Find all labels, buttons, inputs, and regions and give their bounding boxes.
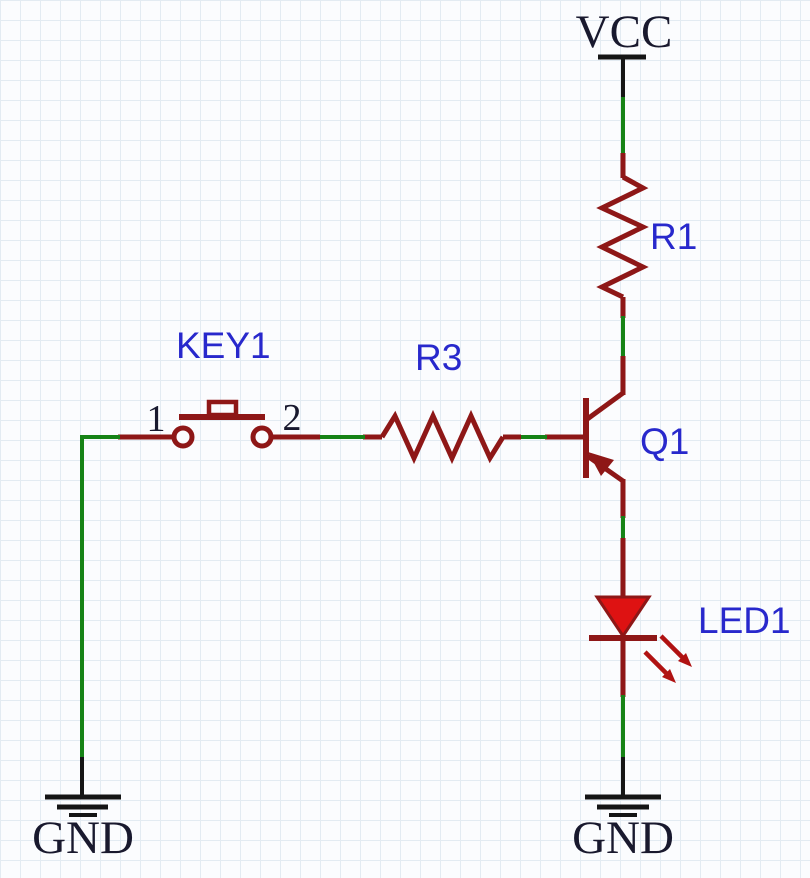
gnd-right-label: GND (572, 812, 674, 864)
vcc-power-symbol: VCC (576, 6, 673, 97)
key1-pin1-contact (171, 425, 195, 449)
key1-button-cap-icon (206, 399, 239, 418)
key1-pin2-contact (250, 425, 274, 449)
key1-pin2-number: 2 (283, 397, 302, 439)
q1-collector-diagonal (584, 390, 625, 423)
r3-designator: R3 (415, 337, 462, 378)
led-led1: LED1 (589, 595, 791, 683)
gnd-left-label: GND (32, 812, 134, 864)
key1-designator: KEY1 (176, 325, 271, 366)
led1-emission-arrowhead-1 (678, 653, 692, 667)
pushbutton-key1: 1 2 KEY1 (147, 325, 302, 449)
led1-emission-arrow-1 (659, 634, 685, 660)
q1-emitter-arrow-icon (588, 452, 614, 476)
net-key1-gnd (80, 435, 120, 759)
led1-emission-arrow-2 (643, 650, 669, 676)
resistor-r3-symbol (379, 409, 506, 465)
vcc-label: VCC (576, 6, 673, 58)
led1-triangle-icon (594, 595, 652, 639)
led1-designator: LED1 (698, 600, 791, 641)
key1-pin1-number: 1 (147, 398, 166, 440)
resistor-r3: R3 (379, 337, 506, 465)
resistor-r1-symbol (596, 174, 649, 300)
q1-designator: Q1 (640, 421, 689, 462)
r1-designator: R1 (650, 216, 697, 257)
resistor-r1: R1 (596, 174, 697, 300)
transistor-q1: Q1 (583, 390, 689, 484)
led1-emission-arrowhead-2 (662, 669, 676, 683)
ground-symbol-left: GND (32, 757, 134, 864)
ground-symbol-right: GND (572, 757, 674, 864)
